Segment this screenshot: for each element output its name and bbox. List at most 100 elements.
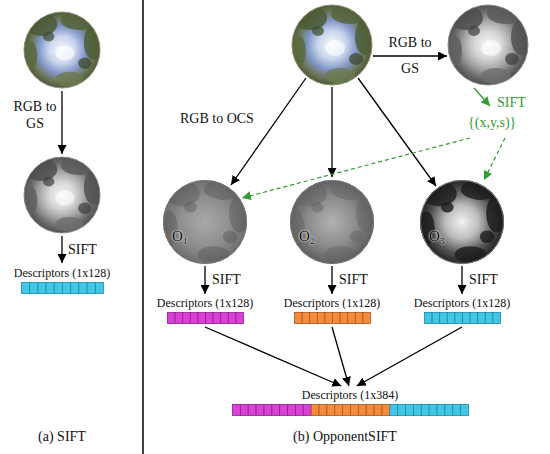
- descriptor-cell: [78, 283, 86, 294]
- flow-arrow: [461, 266, 462, 294]
- step-label: SIFT: [68, 241, 97, 258]
- descriptor-cell: [381, 405, 389, 416]
- edge-label-slot: SIFT: [468, 271, 499, 288]
- channel-texture: [420, 180, 504, 263]
- descriptor-cell: [324, 313, 332, 324]
- descriptor-cell: [429, 405, 437, 416]
- channel-disc: [420, 180, 504, 264]
- descriptor-cell: [190, 313, 198, 324]
- panel-caption: (a) SIFT: [12, 428, 112, 445]
- descriptor-cell: [303, 405, 311, 416]
- conversion-arrow: [373, 55, 447, 56]
- descriptor-vector: Descriptors (1x128): [412, 296, 512, 325]
- flow-arrow: [331, 266, 332, 294]
- texture-blob: [455, 246, 487, 263]
- panel-caption-slot: (b) OpponentSIFT: [245, 428, 445, 445]
- descriptor-cell: [355, 313, 363, 324]
- descriptor-cell: [413, 405, 421, 416]
- descriptor-cell: [358, 405, 366, 416]
- step-label: SIFT: [497, 94, 526, 111]
- descriptor-heading: Descriptors (1x128): [14, 266, 110, 280]
- descriptor-cell: [302, 313, 310, 324]
- descriptor-bar: [21, 282, 104, 295]
- descriptor-cell: [228, 313, 236, 324]
- channel-disc: [290, 180, 374, 264]
- texture-blob: [164, 181, 200, 206]
- edge-label-slot: SIFT: [211, 271, 242, 288]
- descriptor-cell: [340, 313, 348, 324]
- channel-image: O₃: [420, 180, 504, 264]
- texture-blob: [311, 202, 324, 213]
- descriptor-cell: [220, 313, 228, 324]
- channel-name: O₁: [172, 228, 188, 245]
- descriptor-cell: [95, 283, 103, 294]
- channel-texture: [290, 180, 374, 263]
- grayscale-image: [446, 4, 531, 85]
- texture-blob: [480, 230, 495, 243]
- descriptor-cell: [295, 405, 303, 416]
- descriptor-cell: [311, 405, 319, 416]
- conversion-arrow: [61, 91, 62, 154]
- descriptor-cell: [309, 313, 317, 324]
- conversion-label-slot: RGB to GS: [12, 98, 58, 132]
- descriptor-cell: [432, 313, 440, 324]
- flow-arrow: [205, 327, 341, 386]
- descriptor-cell: [342, 405, 350, 416]
- descriptor-cell: [87, 283, 95, 294]
- descriptor-cell: [256, 405, 264, 416]
- descriptor-cell: [70, 283, 78, 294]
- descriptor-bar: [167, 312, 244, 325]
- descriptor-cell: [175, 313, 183, 324]
- descriptor-cell: [167, 313, 175, 324]
- flow-arrow: [204, 266, 205, 294]
- descriptor-cell: [439, 313, 447, 324]
- descriptor-cell: [271, 405, 279, 416]
- descriptor-cell: [334, 405, 342, 416]
- opponent-arrow: [331, 87, 332, 177]
- panel-caption-slot: (a) SIFT: [12, 428, 112, 445]
- texture-blob: [198, 246, 230, 263]
- channel-disc: [163, 180, 247, 264]
- descriptor-cell: [492, 313, 500, 324]
- descriptor-cell: [248, 405, 256, 416]
- descriptor-cell: [235, 313, 243, 324]
- texture-blob: [421, 181, 457, 206]
- channel-texture: [163, 180, 247, 263]
- descriptor-cell: [294, 313, 302, 324]
- descriptor-cell: [424, 313, 432, 324]
- descriptor-cell: [452, 405, 460, 416]
- descriptor-cell: [46, 283, 54, 294]
- descriptor-cell: [374, 405, 382, 416]
- descriptor-heading: Descriptors (1x128): [284, 296, 380, 310]
- texture-blob: [325, 246, 357, 263]
- keypoint-arrow: [474, 88, 490, 106]
- descriptor-heading: Descriptors (1x128): [414, 296, 510, 310]
- descriptor-cell: [444, 405, 452, 416]
- descriptor-cell: [389, 405, 397, 416]
- disc-outline: [421, 181, 504, 264]
- descriptor-cell: [263, 405, 271, 416]
- descriptor-bar: [232, 404, 469, 417]
- texture-blob: [350, 230, 365, 243]
- texture-blob: [486, 195, 504, 233]
- conversion-label-slot: RGB to OCS: [180, 110, 254, 127]
- step-label: SIFT: [211, 271, 242, 288]
- channel-image: O₁: [163, 180, 247, 264]
- descriptor-cell: [362, 313, 370, 324]
- descriptor-cell: [347, 313, 355, 324]
- keypoint-label-slot: {(x,y,s)}: [468, 114, 516, 131]
- disc-outline: [291, 181, 374, 264]
- step-label-slot: SIFT: [497, 94, 526, 111]
- texture-blob: [441, 202, 454, 213]
- grayscale-image: [22, 156, 103, 233]
- descriptor-cell: [232, 405, 240, 416]
- color-image: [22, 11, 103, 88]
- conversion-label: RGB to GS: [12, 98, 58, 132]
- texture-blob: [229, 195, 247, 233]
- texture-blob: [356, 195, 374, 233]
- edge-label-slot: SIFT: [338, 271, 369, 288]
- descriptor-cell: [240, 405, 248, 416]
- descriptor-bar: [424, 312, 501, 325]
- color-image: [290, 4, 375, 85]
- descriptor-cell: [462, 313, 470, 324]
